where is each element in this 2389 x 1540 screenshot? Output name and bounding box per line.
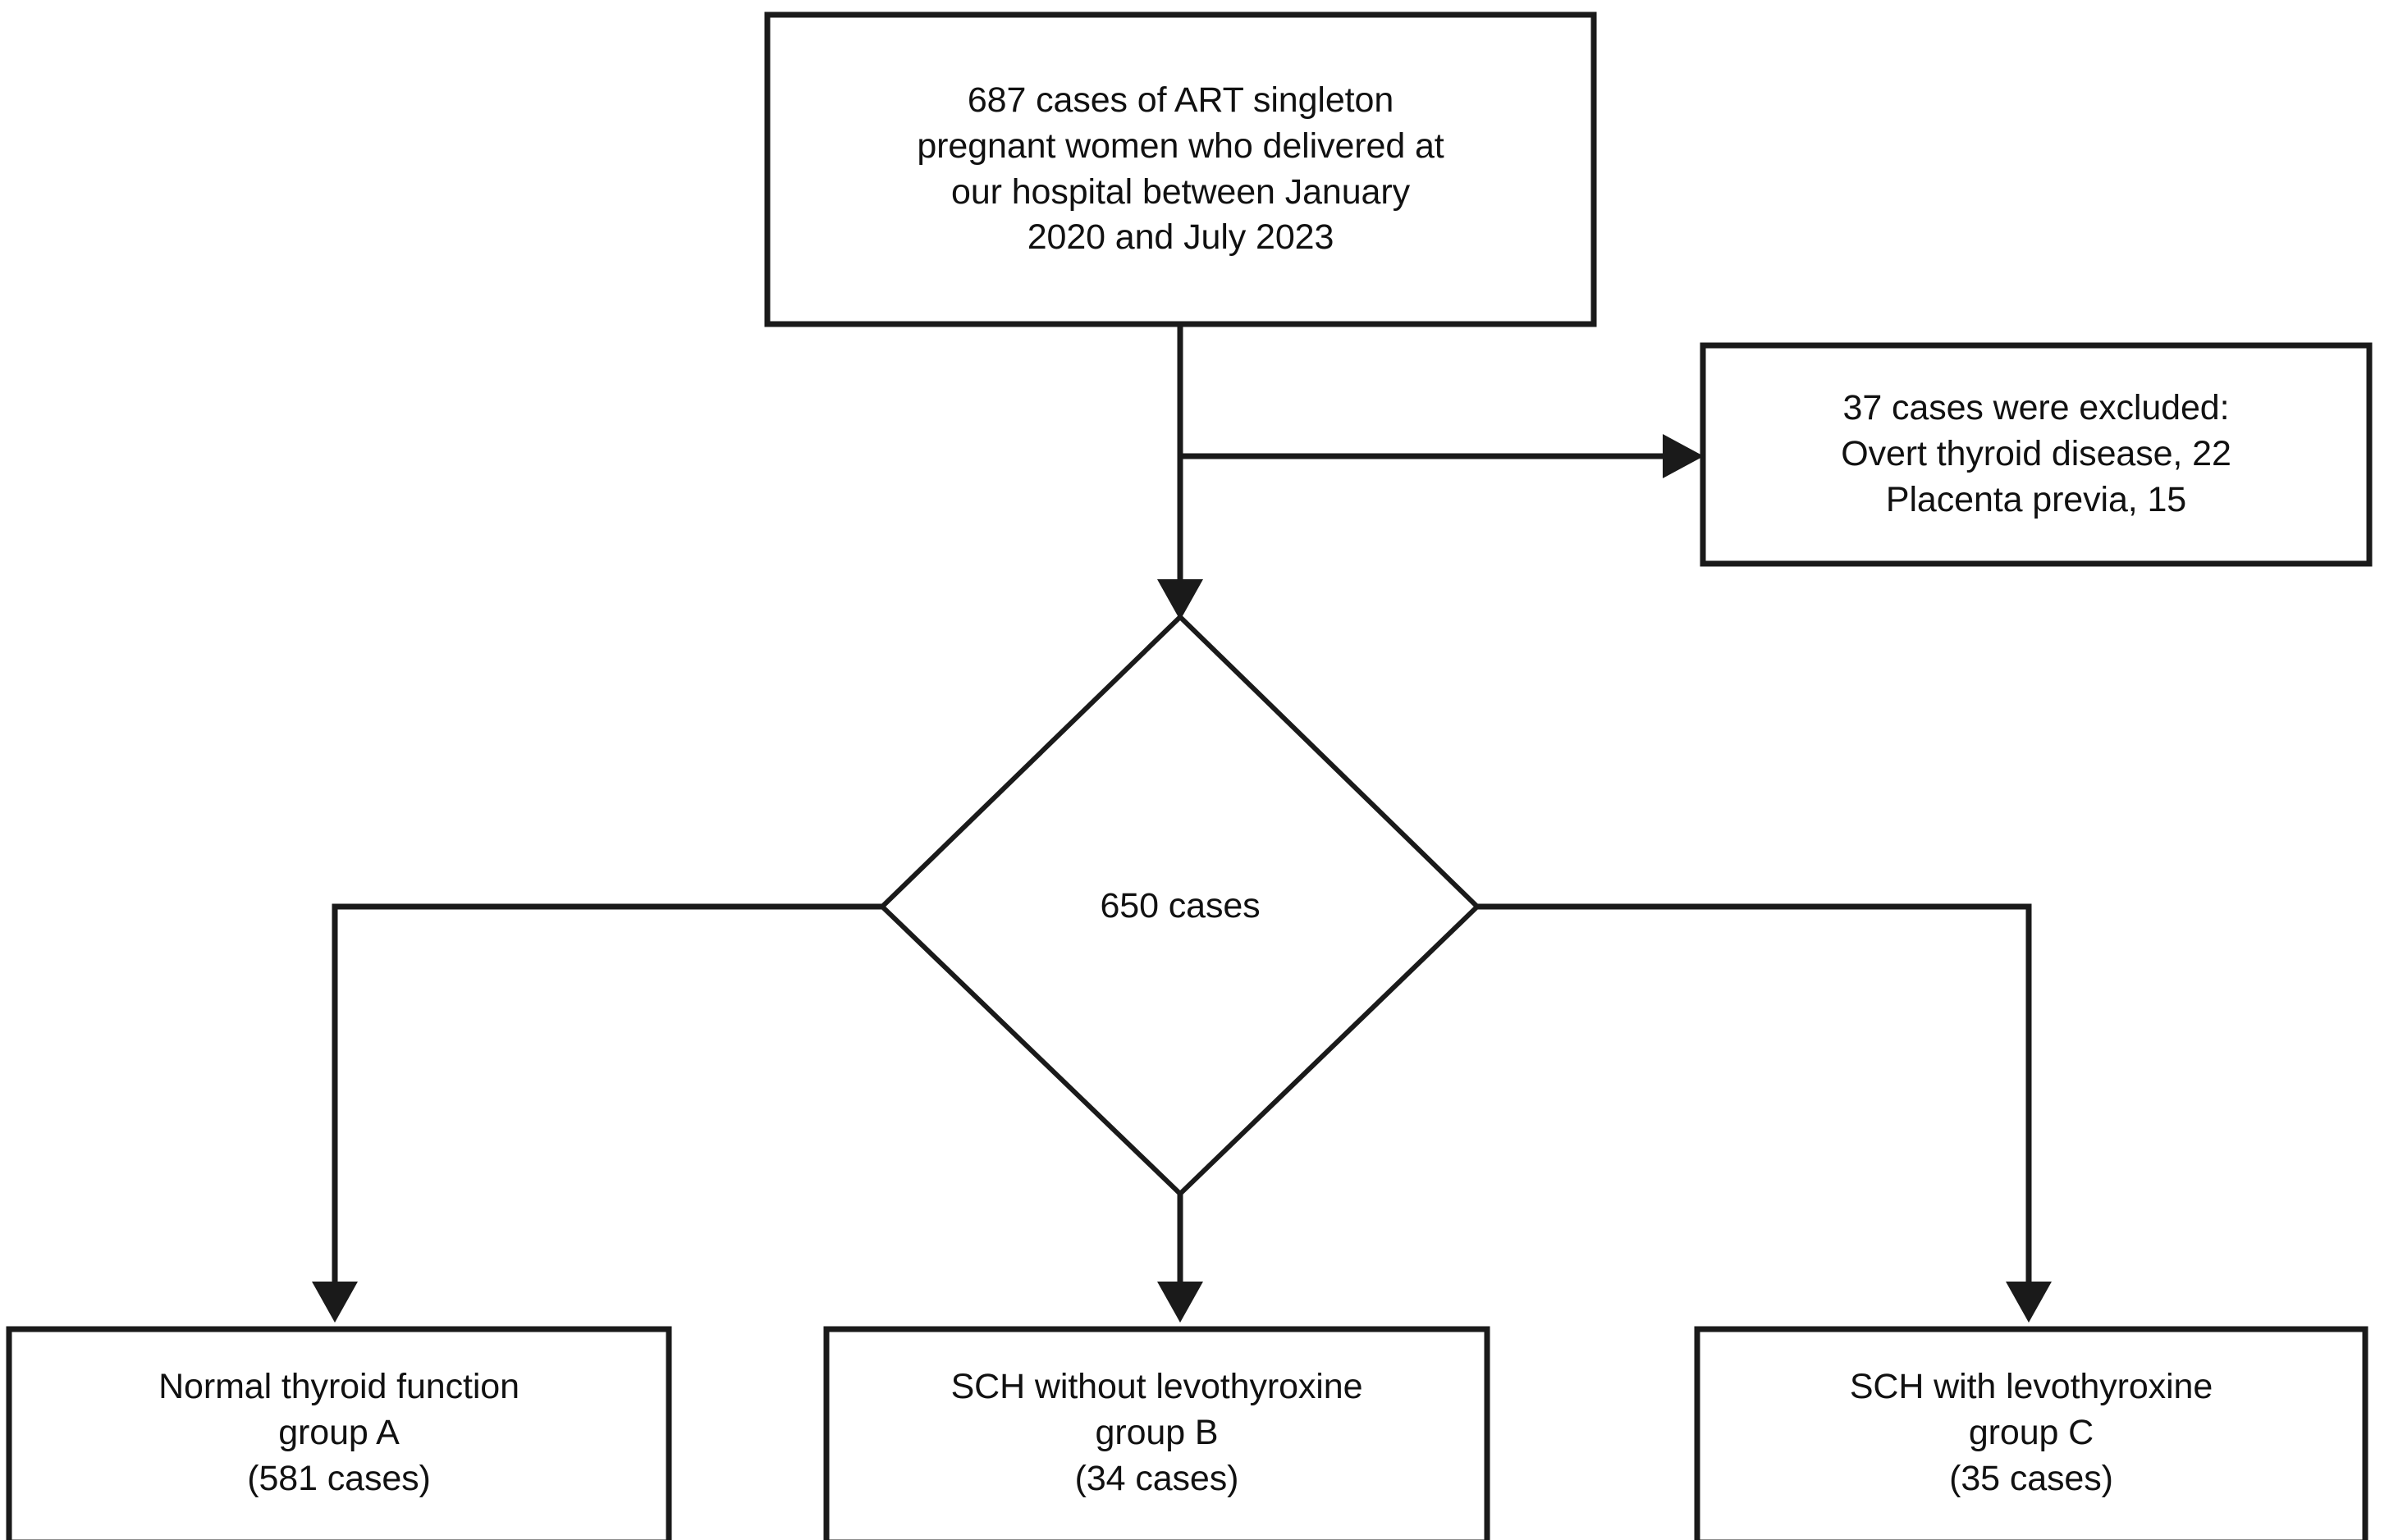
group-a-box-shape (6, 1326, 672, 1540)
arrowhead-source-to-excluded (1663, 434, 1704, 478)
edge-eligible-to-group-a (332, 903, 882, 1306)
edge-eligible-to-group-c (1477, 903, 2032, 1306)
arrowhead-eligible-to-group-a (312, 1282, 358, 1323)
group-b-box-shape (823, 1326, 1490, 1540)
arrowhead-source-to-eligible (1157, 579, 1203, 620)
arrowhead-eligible-to-group-c (2006, 1282, 2052, 1323)
eligible-diamond-shape (878, 613, 1481, 1198)
arrowhead-eligible-to-group-b (1157, 1282, 1203, 1323)
excluded-box-shape (1700, 342, 2373, 567)
source-box-shape (764, 11, 1597, 327)
group-c-box-shape (1694, 1326, 2368, 1540)
